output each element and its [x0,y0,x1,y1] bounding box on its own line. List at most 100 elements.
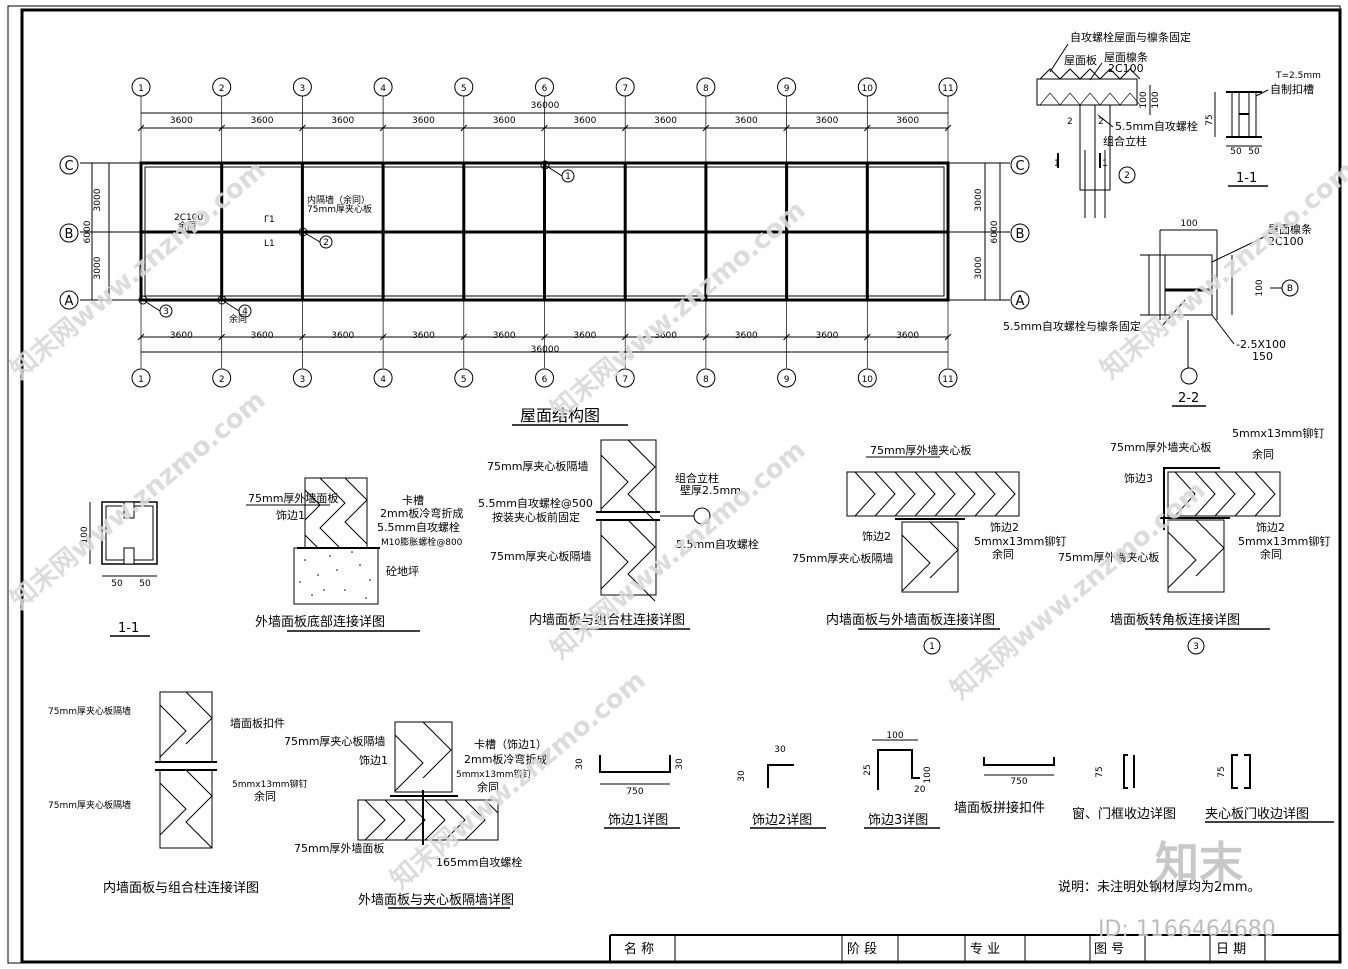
svg-text:75mm厚夹心板: 75mm厚夹心板 [307,203,372,215]
detail-inner-outer-panel: 75mm厚外墙夹心板 饰边2 饰边2 5mmx13mm铆钉 余同 75mm厚夹心… [792,443,1066,655]
axis-bubble [857,77,877,97]
detail-title-corner: 墙面板转角板连接详图 [1110,612,1240,628]
axis-bubble [454,368,474,388]
svg-text:5.5mm自攻螺栓@500: 5.5mm自攻螺栓@500 [478,496,593,510]
svg-text:A: A [1016,294,1025,309]
svg-text:饰边1: 饰边1 [359,753,388,767]
svg-text:165mm自攻螺栓: 165mm自攻螺栓 [436,855,522,869]
axis-number: 5 [461,84,467,94]
svg-text:75: 75 [1217,766,1227,777]
svg-text:自攻螺栓屋面与檩条固定: 自攻螺栓屋面与檩条固定 [1070,30,1191,44]
svg-text:2C100: 2C100 [1268,235,1304,248]
bay-dim: 3600 [412,116,435,126]
axis-letter-bubbles: C B A C B A [59,155,1030,310]
bay-dim: 3600 [896,116,919,126]
svg-text:余同: 余同 [1260,547,1282,561]
svg-text:饰边2: 饰边2 [990,520,1019,534]
svg-text:75mm厚外墙夹心板: 75mm厚外墙夹心板 [1058,550,1159,564]
axis-bubble [454,77,474,97]
axis-bubble [857,368,877,388]
svg-text:75mm厚夹心板隔墙: 75mm厚夹心板隔墙 [284,734,385,748]
roof-purlin-section: 1 1 2 2 100 100 2 自攻螺栓屋面与檩条固定 屋面板 屋面檩条 2… [1036,30,1198,218]
detail-title-inner-col-2: 内墙面板与组合柱连接详图 [103,880,259,896]
svg-text:25: 25 [863,764,873,775]
svg-text:M10膨胀螺栓@800: M10膨胀螺栓@800 [381,536,463,548]
svg-text:2C100: 2C100 [1108,62,1144,75]
svg-text:1: 1 [1054,159,1060,169]
svg-text:750: 750 [626,787,643,797]
axis-number: 4 [380,84,386,94]
svg-text:100: 100 [1151,91,1161,108]
svg-text:饰边2详图: 饰边2详图 [752,813,812,828]
svg-text:饰边1详图: 饰边1详图 [608,813,668,828]
svg-text:5.5mm自攻螺栓: 5.5mm自攻螺栓 [676,537,759,551]
svg-text:按装夹心板前固定: 按装夹心板前固定 [492,510,580,524]
svg-text:自制扣槽: 自制扣槽 [1270,82,1314,96]
axis-bubble [535,368,554,388]
detail-title-inner-col: 内墙面板与组合柱连接详图 [529,612,685,628]
bay-dim: 3600 [251,116,274,126]
svg-text:知末网www.znzmo.com: 知末网www.znzmo.com [545,195,811,425]
svg-text:2: 2 [323,238,329,248]
svg-text:3000: 3000 [974,188,984,211]
svg-text:B: B [65,227,74,242]
svg-text:6000: 6000 [990,220,1000,243]
svg-text:75mm厚夹心板隔墙: 75mm厚夹心板隔墙 [792,551,893,565]
svg-text:75: 75 [1095,766,1105,777]
bay-dim: 3600 [815,331,838,341]
axis-bubble [131,368,151,388]
axis-bubble [131,77,151,97]
svg-text:知末网www.znzmo.com: 知末网www.znzmo.com [1095,155,1348,385]
svg-text:75mm厚外墙夹心板: 75mm厚外墙夹心板 [1110,440,1211,454]
svg-text:5.5mm自攻螺栓: 5.5mm自攻螺栓 [377,520,460,534]
axis-number: 7 [622,84,628,94]
svg-text:5mmx13mm铆钉: 5mmx13mm铆钉 [1238,534,1330,548]
section-1-1-top: 75 50 50 T=2.5mm 自制扣槽 1-1 [1205,71,1321,187]
svg-text:余同: 余同 [1252,447,1274,461]
axis-bubble [696,77,716,97]
inner-frame [20,8,1342,964]
bay-dim: 3600 [493,331,516,341]
svg-text:30: 30 [737,770,747,782]
svg-text:B: B [1016,227,1025,242]
svg-text:Γ1: Γ1 [264,215,275,225]
section-2-2: 100 100 B 屋面檩条 2C100 5.5mm自攻螺栓与檩条固定 -2.5… [1003,219,1312,407]
svg-text:1: 1 [929,642,935,652]
axis-bubble [938,77,958,97]
axis-number: 3 [300,375,306,385]
axis-number: 9 [784,375,790,385]
axis-number: 5 [461,375,467,385]
trim-details: 750 30 30 饰边1详图 30 30 饰边2详图 100 25 100 2… [575,731,1334,829]
svg-text:150: 150 [1252,350,1273,363]
svg-text:5mmx13mm铆钉: 5mmx13mm铆钉 [974,534,1066,548]
bay-dim: 3600 [815,116,838,126]
axis-bubble [696,368,716,388]
svg-text:图 号: 图 号 [1094,942,1124,957]
svg-text:75mm厚夹心板隔墙: 75mm厚夹心板隔墙 [490,549,591,563]
svg-text:50: 50 [1230,147,1242,157]
svg-text:50: 50 [111,579,123,589]
detail-inner-panel-column: 75mm厚夹心板隔墙 组合立柱 壁厚2.5mm 5.5mm自攻螺栓@500 按装… [478,439,759,630]
svg-text:B: B [1287,284,1293,294]
axis-number: 1 [138,375,144,385]
svg-text:屋面檩条: 屋面檩条 [1268,222,1312,236]
svg-text:100: 100 [923,766,933,783]
svg-text:饰边2: 饰边2 [1256,520,1285,534]
svg-text:75mm厚夹心板隔墙: 75mm厚夹心板隔墙 [48,705,131,717]
svg-text:砼地坪: 砼地坪 [386,565,419,578]
svg-text:3: 3 [1193,642,1199,652]
svg-text:1-1: 1-1 [1236,171,1257,186]
svg-text:30: 30 [675,758,685,770]
svg-text:3000: 3000 [93,188,103,211]
svg-text:C: C [1015,159,1024,174]
svg-text:2: 2 [1124,171,1130,181]
axis-bubble [373,77,393,97]
bay-dim: 3600 [170,331,193,341]
axis-number: 8 [703,84,709,94]
axis-number: 9 [784,84,790,94]
svg-text:3000: 3000 [93,256,103,279]
axis-bubble [615,368,635,388]
axis-number: 8 [703,375,709,385]
axis-bubble [373,368,393,388]
svg-text:组合立柱: 组合立柱 [1103,134,1147,148]
